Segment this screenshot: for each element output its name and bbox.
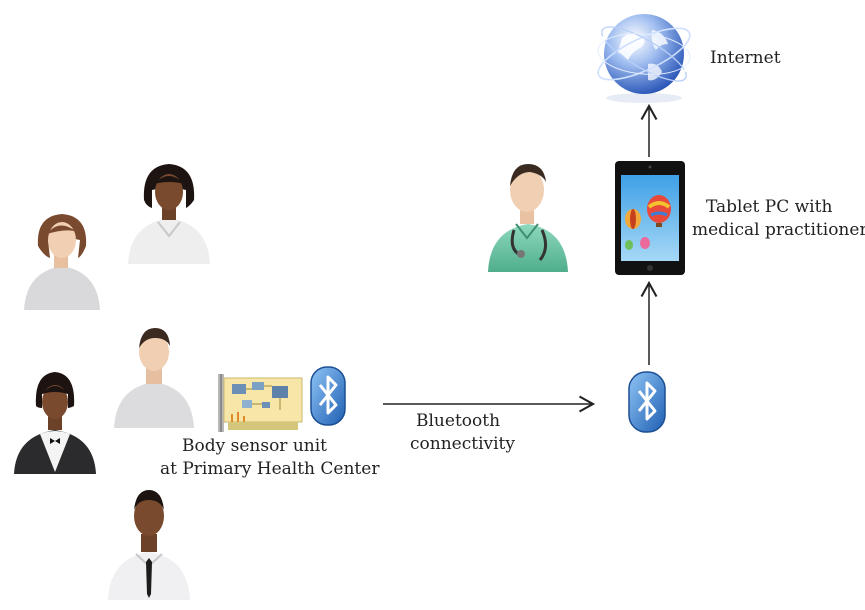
patient-man-tie-icon <box>106 480 192 602</box>
tablet-label-line2: medical practitioner <box>692 220 865 240</box>
globe-icon <box>592 8 696 106</box>
bluetooth-label-line1: Bluetooth <box>416 411 501 431</box>
tablet-icon <box>615 161 685 275</box>
tablet-label-line1: Tablet PC with <box>706 197 833 217</box>
circuit-board-icon <box>218 374 304 432</box>
internet-label: Internet <box>710 48 781 68</box>
bluetooth-icon <box>310 366 346 426</box>
patient-woman-brown-icon <box>22 204 102 312</box>
patient-woman-dark-icon <box>126 156 212 266</box>
doctor-avatar-icon <box>486 150 568 274</box>
patient-woman-waitress-icon <box>12 366 98 476</box>
bluetooth-icon <box>628 371 666 433</box>
patient-man-light-icon <box>112 320 196 430</box>
sensor-label-line2: at Primary Health Center <box>160 459 380 479</box>
sensor-label-line1: Body sensor unit <box>182 436 328 456</box>
bluetooth-label-line2: connectivity <box>410 434 515 454</box>
